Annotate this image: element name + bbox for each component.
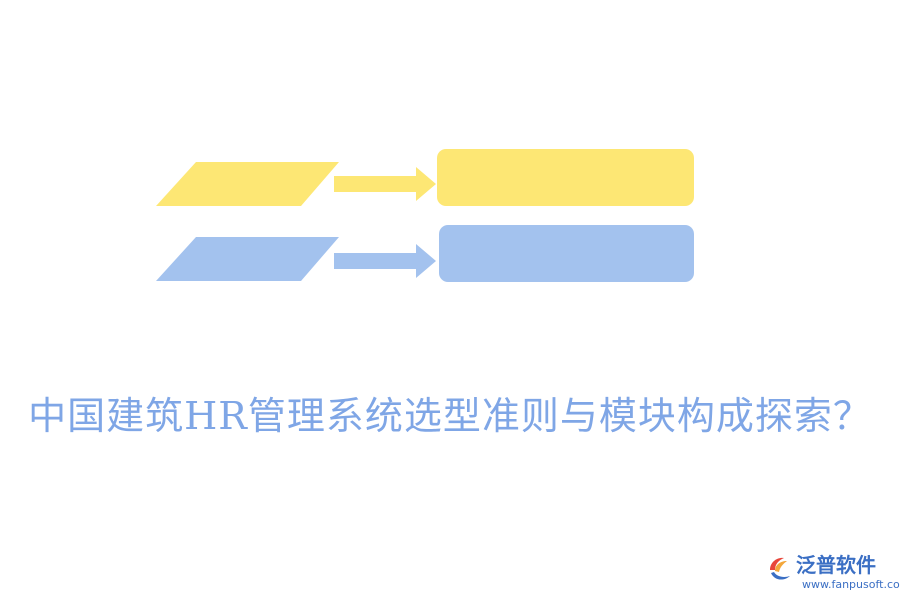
flow-diagram — [156, 149, 694, 282]
row-2-arrow — [334, 244, 436, 278]
row-1-box — [437, 149, 694, 206]
flow-row-2 — [156, 225, 694, 282]
row-2-box — [439, 225, 694, 282]
logo-name: 泛普软件 — [796, 553, 876, 577]
fanpu-logo-icon — [770, 557, 790, 580]
page-title: 中国建筑HR管理系统选型准则与模块构成探索？ — [28, 394, 872, 438]
logo-mark-orange — [775, 561, 787, 572]
row-1-arrow — [334, 167, 436, 201]
brand-logo: 泛普软件 www.fanpusoft.com — [766, 552, 900, 596]
logo-mark-red — [770, 557, 784, 570]
row-2-parallelogram — [156, 237, 339, 281]
row-1-parallelogram — [156, 162, 339, 206]
logo-mark-blue — [771, 572, 790, 580]
flow-row-1 — [156, 149, 694, 206]
logo-url: www.fanpusoft.com — [802, 578, 900, 591]
